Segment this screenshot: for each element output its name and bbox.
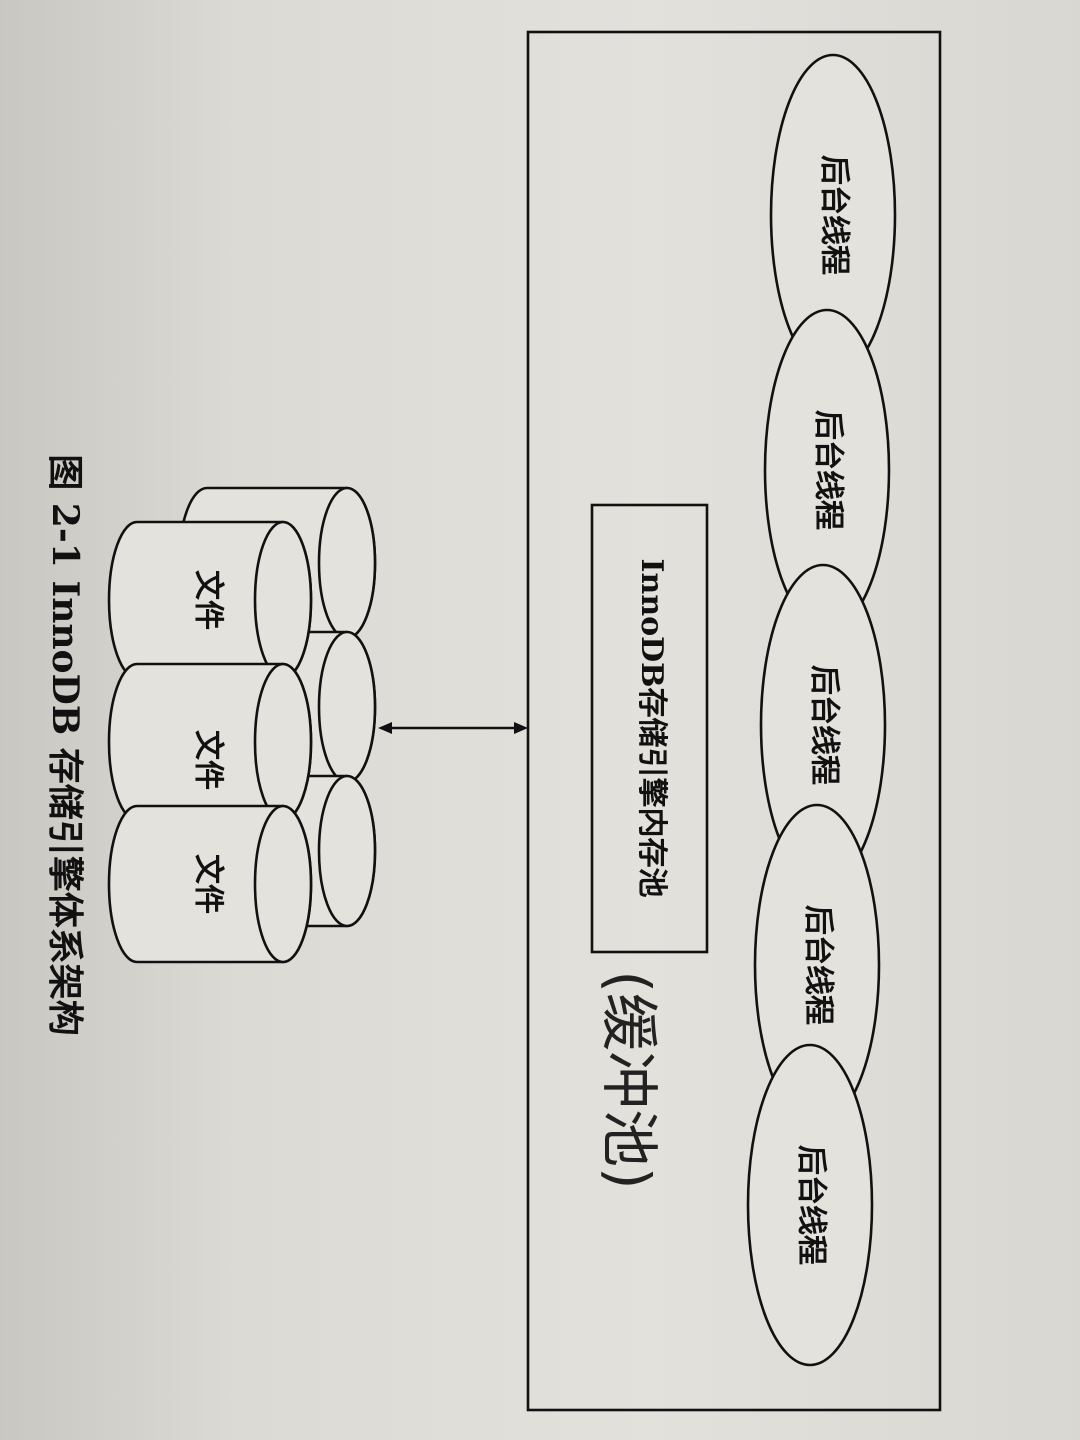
background-thread-1: 后台线程 (769, 53, 897, 377)
background-thread-5: 后台线程 (746, 1043, 874, 1367)
background-thread-label: 后台线程 (807, 665, 842, 785)
background-thread-label: 后台线程 (811, 410, 846, 530)
file-cylinder-1: 文件 (107, 520, 313, 680)
file-label: 文件 (191, 570, 226, 630)
background-thread-label: 后台线程 (794, 1145, 829, 1265)
background-thread-4: 后台线程 (753, 803, 881, 1127)
file-cylinder-2: 文件 (107, 662, 313, 822)
handwritten-note: (缓冲池) (595, 970, 663, 1189)
engine-outer-box (526, 30, 942, 1412)
file-label: 文件 (191, 854, 226, 914)
file-cylinder-3: 文件 (107, 804, 313, 964)
memory-pool-label: InnoDB存储引擎内存池 (634, 558, 669, 897)
figure-caption: 图 2-1 InnoDB 存储引擎体系架构 (44, 454, 86, 1036)
background-thread-label: 后台线程 (801, 905, 836, 1025)
background-thread-label: 后台线程 (817, 155, 852, 275)
memory-pool-box: InnoDB存储引擎内存池 (590, 503, 709, 954)
double-arrow (378, 722, 528, 734)
file-label: 文件 (191, 730, 226, 790)
